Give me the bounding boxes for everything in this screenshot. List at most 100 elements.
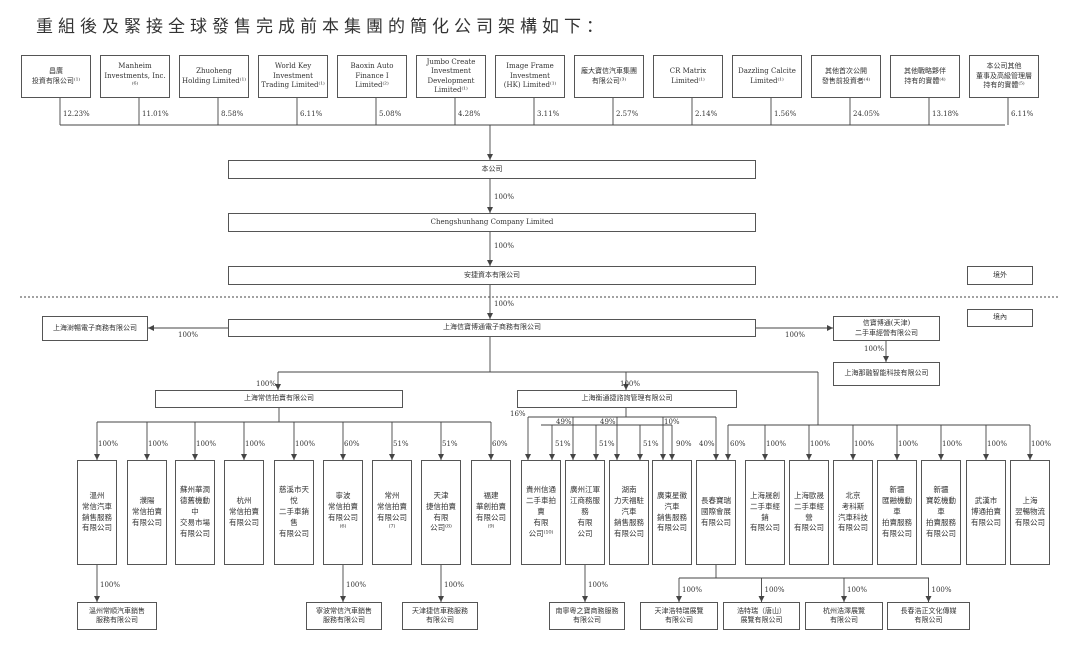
pct-label: 100% (766, 440, 787, 448)
pct-label: 100% (785, 331, 806, 339)
arrowhead-icon (883, 356, 889, 362)
shareholding-pct: 13.18% (932, 110, 959, 118)
pct-label: 100% (898, 440, 919, 448)
arrowhead-icon (614, 454, 620, 460)
arrowhead-icon (925, 596, 932, 602)
pct-label: 100% (854, 440, 875, 448)
pct-label: 51% (442, 440, 458, 448)
pct-label: 100% (1031, 440, 1052, 448)
arrowhead-icon (488, 454, 494, 460)
shareholding-pct: 6.11% (300, 110, 323, 118)
pct-label: 16% (510, 410, 526, 418)
bottom-company-box: 南寧粵之寶商務服務 有限公司 (549, 602, 625, 630)
shareholder-box: Jumbo Create Investment Development Limi… (416, 55, 486, 98)
pct-label: 100% (494, 300, 515, 308)
shareholder-box: CR Matrix Limited⁽¹⁾ (653, 55, 723, 98)
pct-label: 100% (942, 440, 963, 448)
shareholder-box: Zhuoheng Holding Limited⁽¹⁾ (179, 55, 249, 98)
arrowhead-icon (637, 454, 643, 460)
shareholding-pct: 24.05% (853, 110, 880, 118)
main-prc-company-box: 上海信寶博通電子商務有限公司 (228, 319, 756, 337)
shareholding-pct: 8.58% (221, 110, 244, 118)
arrowhead-icon (241, 454, 247, 460)
arrowhead-icon (758, 596, 765, 602)
subsidiary-box: 廣州江軍 江商務服務 有限 公司 (565, 460, 605, 565)
page-title: 重組後及緊接全球發售完成前本集團的簡化公司架構如下： (36, 17, 608, 37)
pct-label: 60% (730, 440, 746, 448)
pct-label: 90% (676, 440, 692, 448)
arrowhead-icon (275, 384, 281, 390)
pct-label: 100% (494, 242, 515, 250)
pct-label: 49% (556, 418, 572, 426)
onshore-label: 境內 (967, 309, 1033, 327)
arrowhead-icon (827, 325, 833, 331)
bottom-company-box: 浩特瑞（唐山） 展覽有限公司 (723, 602, 800, 630)
shareholder-box: 龐大寶信汽車集團 有限公司⁽³⁾ (574, 55, 644, 98)
shareholding-pct: 3.11% (537, 110, 560, 118)
arrowhead-icon (487, 313, 493, 319)
shareholder-box: 本公司其他 董事及高級管理層 持有的實體⁽⁵⁾ (969, 55, 1039, 98)
pct-label: 100% (931, 586, 952, 594)
subsidiary-box: 新疆 寶乾機動車 拍賣服務 有限公司 (921, 460, 961, 565)
shareholding-pct: 11.01% (142, 110, 169, 118)
arrowhead-icon (525, 454, 531, 460)
pct-label: 100% (295, 440, 316, 448)
arrowhead-icon (487, 154, 493, 160)
arrowhead-icon (487, 207, 493, 213)
shareholder-box: 其他戰略夥伴 持有的實體⁽⁴⁾ (890, 55, 960, 98)
arrowhead-icon (438, 454, 444, 460)
arrowhead-icon (582, 596, 588, 602)
arrowhead-icon (291, 454, 297, 460)
shareholding-pct: 5.08% (379, 110, 402, 118)
arrowhead-icon (850, 454, 856, 460)
subsidiary-box: 福建 華創拍賣 有限公司⁽⁹⁾ (471, 460, 511, 565)
arrowhead-icon (94, 454, 100, 460)
arrowhead-icon (669, 454, 675, 460)
arrowhead-icon (623, 384, 629, 390)
arrowhead-icon (340, 596, 346, 602)
pct-label: 100% (764, 586, 785, 594)
subsidiary-box: 貴州信通 二手車拍賣 有限 公司⁽¹⁰⁾ (521, 460, 561, 565)
shareholding-pct: 1.56% (774, 110, 797, 118)
subsidiary-box: 濮陽 常信拍賣 有限公司 (127, 460, 167, 565)
arrowhead-icon (983, 454, 989, 460)
shareholder-box: World Key Investment Trading Limited⁽¹⁾ (258, 55, 328, 98)
side-company-right-sub: 上海那融智能科技有限公司 (833, 362, 940, 386)
pct-label: 49% (600, 418, 616, 426)
pct-label: 100% (148, 440, 169, 448)
pct-label: 100% (256, 380, 277, 388)
subsidiary-box: 寧波 常信拍賣 有限公司⁽⁶⁾ (323, 460, 363, 565)
hengtong-box: 上海衡通捷諮詢管理有限公司 (517, 390, 737, 408)
arrowhead-icon (144, 454, 150, 460)
shareholder-box: Baoxin Auto Finance I Limited⁽²⁾ (337, 55, 407, 98)
subsidiary-box: 北京 考科斯 汽車科技 有限公司 (833, 460, 873, 565)
pct-label: 100% (178, 331, 199, 339)
pct-label: 100% (346, 581, 367, 589)
pct-label: 51% (599, 440, 615, 448)
side-company-left: 上海澍暢電子商務有限公司 (42, 316, 148, 341)
subsidiary-box: 湖南 力天福駐 汽車 銷售服務 有限公司 (609, 460, 649, 565)
bottom-company-box: 寧波常信汽車銷售 服務有限公司 (306, 602, 382, 630)
bottom-company-box: 杭州浩澤展覽 有限公司 (805, 602, 883, 630)
bottom-company-box: 天津捷信車務服務 有限公司 (402, 602, 478, 630)
pct-label: 100% (444, 581, 465, 589)
arrowhead-icon (713, 454, 719, 460)
subsidiary-box: 天津 捷信拍賣 有限 公司⁽⁸⁾ (421, 460, 461, 565)
shareholder-box: Dazzling Calcite Limited⁽¹⁾ (732, 55, 802, 98)
pct-label: 100% (987, 440, 1008, 448)
arrowhead-icon (148, 325, 154, 331)
pct-label: 100% (810, 440, 831, 448)
shareholder-box: 其他首次公開 發售前投資者⁽⁴⁾ (811, 55, 881, 98)
pct-label: 51% (643, 440, 659, 448)
offshore-label: 境外 (967, 266, 1033, 285)
pct-label: 100% (98, 440, 119, 448)
bvi-company-box: Chengshunhang Company Limited (228, 213, 756, 232)
subsidiary-box: 上海晟創 二手車經銷 有限公司 (745, 460, 785, 565)
arrowhead-icon (894, 454, 900, 460)
pct-label: 100% (100, 581, 121, 589)
bottom-company-box: 天津浩特瑞展覽 有限公司 (640, 602, 718, 630)
subsidiary-box: 蘇州華潤 德舊機動中 交易市場 有限公司 (175, 460, 215, 565)
arrowhead-icon (1027, 454, 1033, 460)
pct-label: 100% (682, 586, 703, 594)
